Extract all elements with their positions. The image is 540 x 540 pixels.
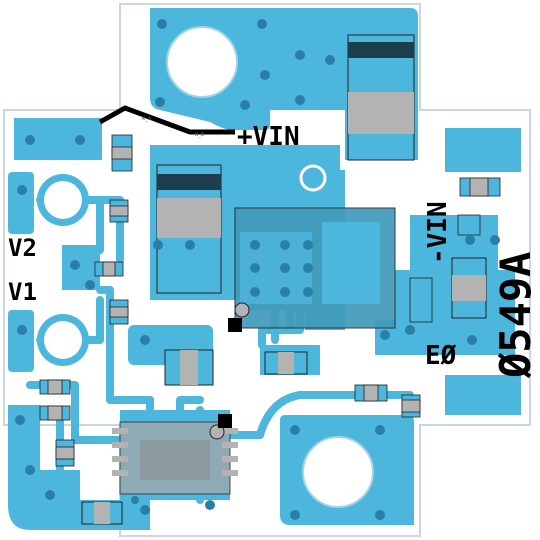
- label-v2: V2: [8, 234, 37, 262]
- copper-v2-pad: [8, 172, 34, 234]
- copper-left-bottom: [8, 405, 150, 530]
- cap-bottom-left: [81, 501, 123, 525]
- copper-right-top-pad: [445, 128, 521, 172]
- cap-left-mid: [164, 349, 214, 386]
- test-ring-v1-inner: [44, 321, 82, 359]
- pin1-marker-a: [228, 318, 242, 332]
- copper-v1-pad: [8, 310, 34, 372]
- cap-right: [451, 257, 487, 319]
- inductor-top-right: [347, 34, 415, 161]
- via-ring: [299, 164, 327, 192]
- label-part-number: Ø549A: [491, 252, 540, 379]
- test-point-a: [234, 302, 250, 318]
- small-resistors: [39, 134, 501, 467]
- label-vin-plus: +VIN: [237, 122, 300, 152]
- label-vin-minus: -VIN: [423, 201, 453, 264]
- controller-ic: [112, 421, 238, 495]
- cap-mid-e: [264, 351, 308, 375]
- vias: [15, 19, 500, 520]
- test-ring-v2-inner: [44, 181, 82, 219]
- inductor-center: [156, 164, 222, 294]
- copper-right-bottom-pad: [445, 375, 521, 415]
- copper-v-mid-pad: [62, 245, 100, 290]
- power-ic: [234, 207, 396, 329]
- mount-hole-bottom-inner: [302, 436, 374, 508]
- mount-hole-top-inner: [166, 26, 238, 98]
- silk-wire: [98, 105, 235, 135]
- label-v1: V1: [8, 278, 37, 306]
- wire-tag-b: W_B: [195, 132, 204, 138]
- label-e0: EØ: [425, 341, 457, 371]
- wire-tag-a: W_A: [142, 116, 151, 122]
- pin1-marker-b: [218, 414, 232, 428]
- test-point-b: [209, 424, 225, 440]
